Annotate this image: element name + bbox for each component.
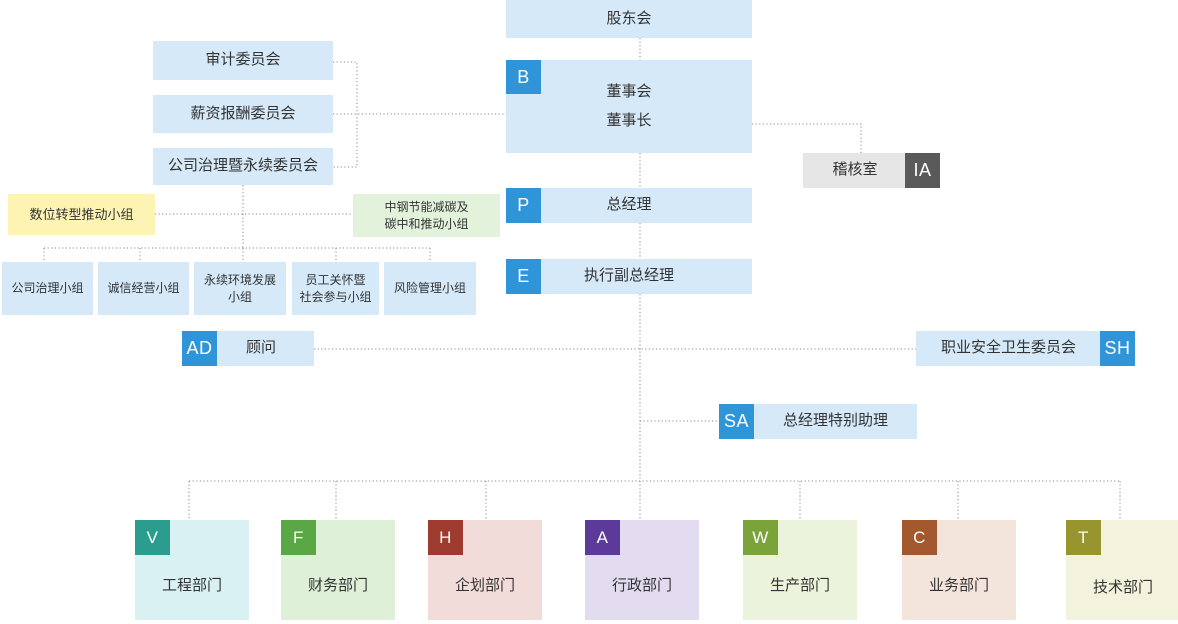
dept-label: 生产部门 xyxy=(769,577,830,594)
subgroup-label: 诚信经营小组 xyxy=(107,281,180,296)
president-label: 总经理 xyxy=(606,196,652,214)
dept-planning: H 企划部门 xyxy=(428,520,542,620)
dept-label: 业务部门 xyxy=(928,577,989,594)
safety-committee-label: 职业安全卫生委员会 xyxy=(940,339,1076,357)
president-tag: P xyxy=(506,188,541,223)
evp-box: 执行副总经理 xyxy=(506,259,752,294)
carbon-taskforce-box: 中钢节能减碳及 碳中和推动小组 xyxy=(353,194,500,237)
special-assistant-label: 总经理特别助理 xyxy=(782,412,888,430)
subgroup-label-line2: 社会参与小组 xyxy=(299,289,372,304)
subgroup-label-line2: 小组 xyxy=(227,289,252,304)
dept-tag: F xyxy=(281,520,316,555)
subgroup-label: 风险管理小组 xyxy=(393,281,466,296)
board-tag: B xyxy=(506,60,541,94)
committee-label: 审计委员会 xyxy=(205,51,281,69)
dept-engineering: V 工程部门 xyxy=(135,520,249,620)
digital-taskforce-label: 数位转型推动小组 xyxy=(29,206,134,222)
board-box: 董事会 董事长 xyxy=(506,60,752,153)
dept-tag: T xyxy=(1066,520,1101,555)
advisor-box: 顾问 xyxy=(217,331,314,366)
special-assistant-box: 总经理特别助理 xyxy=(754,404,917,439)
evp-tag: E xyxy=(506,259,541,294)
remuneration-committee-box: 薪资报酬委员会 xyxy=(153,95,333,133)
advisor-tag: AD xyxy=(182,331,217,366)
carbon-taskforce-line1: 中钢节能减碳及 xyxy=(384,200,469,215)
audit-office-tag: IA xyxy=(905,153,940,188)
subgroup-box: 诚信经营小组 xyxy=(98,262,189,315)
safety-committee-box: 职业安全卫生委员会 xyxy=(916,331,1101,366)
subgroup-box: 风险管理小组 xyxy=(384,262,476,315)
committee-label: 公司治理暨永续委员会 xyxy=(167,157,318,175)
dept-label: 工程部门 xyxy=(161,577,222,594)
audit-office-label: 稽核室 xyxy=(832,161,878,179)
audit-committee-box: 审计委员会 xyxy=(153,41,333,80)
audit-office-box: 稽核室 xyxy=(803,153,907,188)
dept-label: 财务部门 xyxy=(307,577,368,594)
special-assistant-tag: SA xyxy=(719,404,754,439)
committee-label: 薪资报酬委员会 xyxy=(190,104,296,122)
board-label: 董事会 xyxy=(606,83,652,101)
subgroup-box: 公司治理小组 xyxy=(2,262,93,315)
dept-production: W 生产部门 xyxy=(743,520,857,620)
subgroup-box: 永续环境发展 小组 xyxy=(194,262,286,315)
dept-tag: A xyxy=(585,520,620,555)
dept-tag: V xyxy=(135,520,170,555)
digital-taskforce-box: 数位转型推动小组 xyxy=(8,194,155,235)
subgroup-label-line1: 永续环境发展 xyxy=(203,273,276,288)
dept-administration: A 行政部门 xyxy=(585,520,699,620)
dept-tag: C xyxy=(902,520,937,555)
dept-label: 企划部门 xyxy=(454,577,515,594)
dept-sales: C 业务部门 xyxy=(902,520,1016,620)
president-box: 总经理 xyxy=(506,188,752,223)
dept-technology: T 技术部门 xyxy=(1066,520,1178,620)
safety-committee-tag: SH xyxy=(1100,331,1135,366)
carbon-taskforce-line2: 碳中和推动小组 xyxy=(384,216,469,231)
dept-finance: F 财务部门 xyxy=(281,520,395,620)
shareholders-label: 股东会 xyxy=(606,9,652,27)
shareholders-box: 股东会 xyxy=(506,0,752,38)
dept-label: 技术部门 xyxy=(1092,579,1153,596)
dept-tag: W xyxy=(743,520,778,555)
governance-committee-box: 公司治理暨永续委员会 xyxy=(153,148,333,185)
advisor-label: 顾问 xyxy=(246,339,277,357)
subgroup-label: 公司治理小组 xyxy=(11,281,84,296)
chairman-label: 董事长 xyxy=(606,111,652,129)
dept-tag: H xyxy=(428,520,463,555)
dept-label: 行政部门 xyxy=(611,577,672,594)
subgroup-box: 员工关怀暨 社会参与小组 xyxy=(292,262,379,315)
evp-label: 执行副总经理 xyxy=(583,267,674,285)
subgroup-label-line1: 员工关怀暨 xyxy=(305,273,366,288)
